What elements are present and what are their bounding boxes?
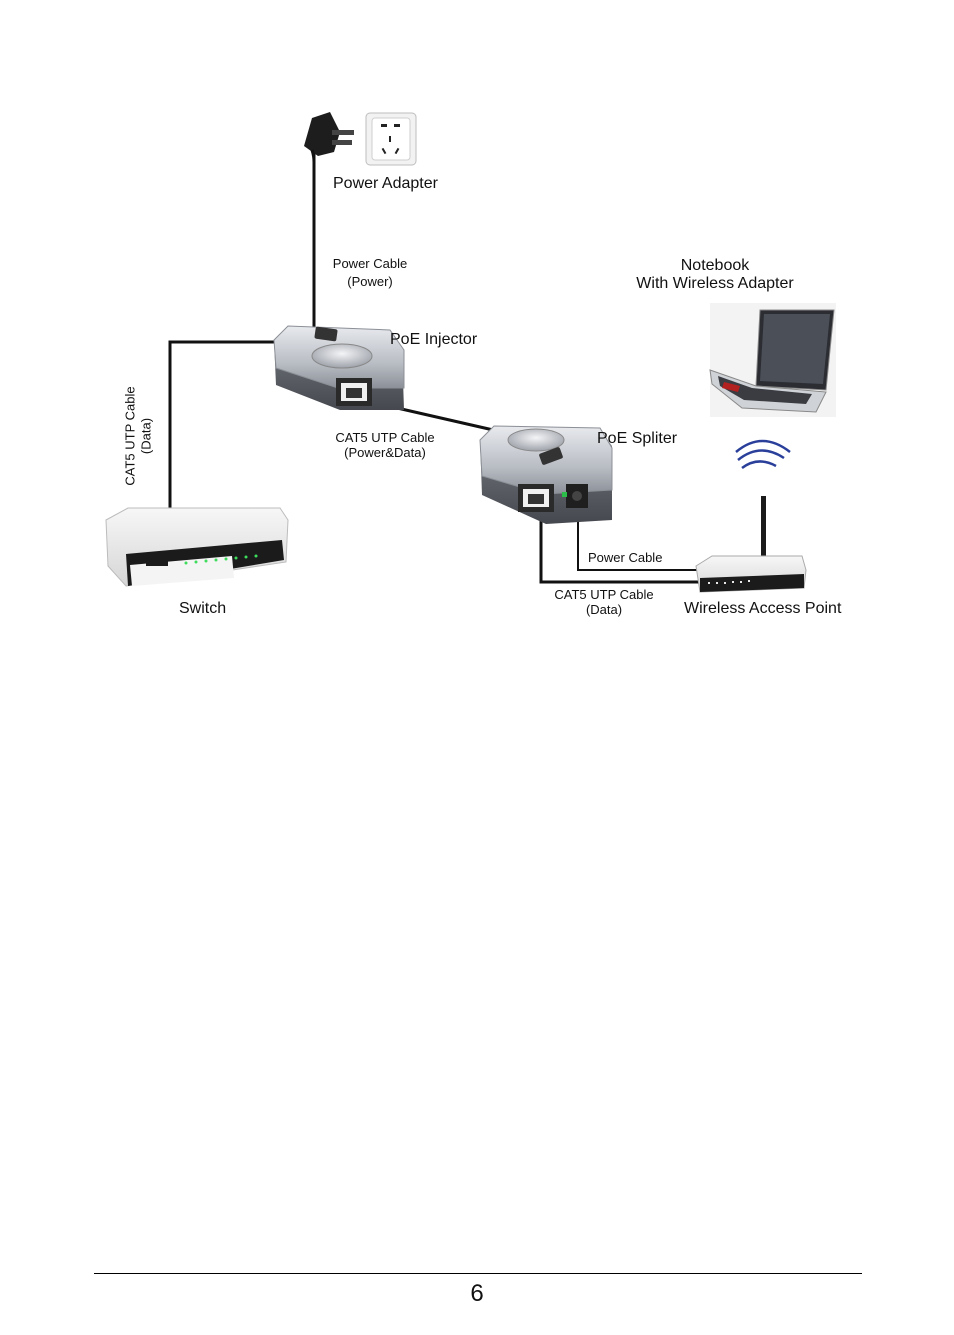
power-cable-label: Power Cable (Power) (330, 256, 410, 290)
wireless-access-point-label: Wireless Access Point (684, 600, 842, 617)
cat5-data-label-line1: CAT5 UTP Cable (554, 587, 654, 602)
splitter-wap-power-cable (577, 500, 700, 571)
cat5-power-data-label-line1: CAT5 UTP Cable (335, 430, 435, 445)
power-adapter-label: Power Adapter (333, 175, 438, 192)
poe-injector-label: PoE Injector (390, 331, 478, 348)
notebook-label-line1: Notebook (680, 257, 750, 274)
wall-outlet-icon (365, 112, 417, 166)
power-cable-label-line1: Power Cable (332, 256, 408, 271)
splitter-wap-data-cable (539, 508, 700, 584)
poe-splitter-label: PoE Spliter (597, 430, 678, 447)
cat5-vertical-label-line1: CAT5 UTP Cable (122, 386, 138, 486)
cat5-vertical-label: CAT5 UTP Cable (Data) (122, 386, 153, 485)
notebook-label-line2: With Wireless Adapter (636, 275, 794, 293)
switch-cat5-cable (168, 340, 282, 516)
page-number: 6 (470, 1280, 484, 1307)
footer-rule (94, 1273, 862, 1274)
cat5-vertical-label-line2: (Data) (138, 417, 153, 455)
wireless-access-point-device (695, 496, 807, 593)
poe-splitter-device (479, 425, 613, 524)
power-adapter-icon (304, 112, 354, 163)
notebook-device (709, 303, 836, 417)
network-diagram (105, 112, 836, 593)
switch-label: Switch (179, 600, 227, 617)
cat5-power-data-label-line2: (Power&Data) (344, 444, 426, 460)
switch-device (105, 507, 289, 587)
wifi-waves-icon (735, 439, 791, 470)
cat5-data-label: CAT5 UTP Cable (Data) (546, 587, 662, 618)
splitter-power-cable-label: Power Cable (588, 550, 663, 565)
cat5-power-data-label: CAT5 UTP Cable (Power&Data) (328, 430, 442, 461)
cat5-data-label-line2: (Data) (585, 601, 623, 617)
poe-injector-device (273, 325, 405, 410)
notebook-label: Notebook With Wireless Adapter (624, 257, 806, 294)
power-cable-label-line2: (Power) (347, 273, 393, 289)
